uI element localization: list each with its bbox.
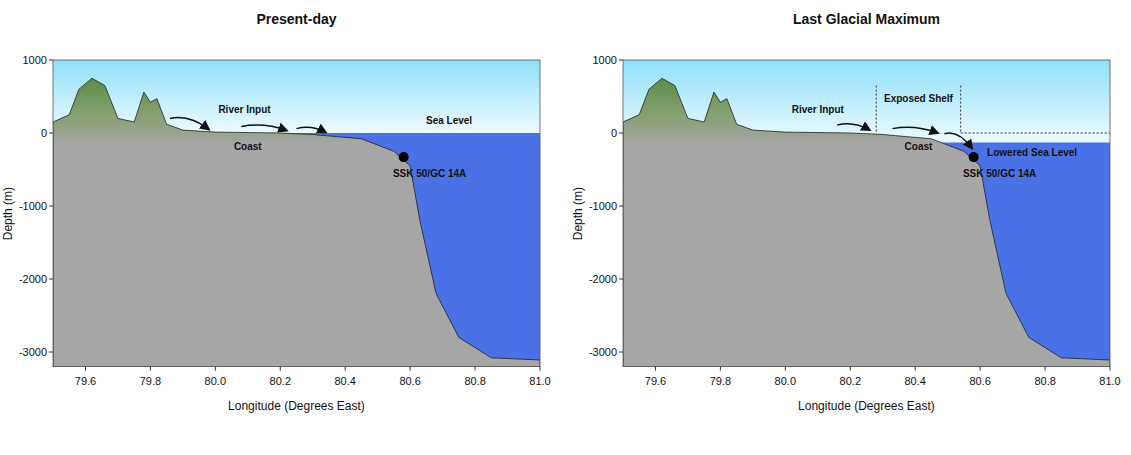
tick-label: 81.0: [1099, 375, 1120, 387]
land-profile: [53, 78, 540, 366]
feature-label: SSK 50/GC 14A: [963, 168, 1036, 179]
tick-label: 80.8: [464, 375, 485, 387]
river-arrow: [837, 124, 869, 130]
x-tick: [850, 367, 851, 371]
x-tick: [980, 367, 981, 371]
y-tick: [619, 133, 623, 134]
river-arrow: [892, 127, 937, 133]
axis-title: Longitude (Degrees East): [228, 400, 365, 413]
y-tick: [49, 279, 53, 280]
tick-label: -3000: [19, 346, 47, 358]
core-site: [969, 152, 979, 162]
axis-title: Depth (m): [2, 187, 15, 240]
river-arrow: [944, 133, 972, 148]
tick-label: -1000: [589, 200, 617, 212]
feature-label: SSK 50/GC 14A: [393, 168, 466, 179]
x-tick: [915, 367, 916, 371]
feature-label: Exposed Shelf: [884, 93, 953, 104]
x-tick: [1110, 367, 1111, 371]
feature-label: Lowered Sea Level: [987, 147, 1077, 158]
tick-label: 80.4: [905, 375, 926, 387]
core-site: [399, 152, 409, 162]
panel-plot: [623, 60, 1110, 367]
feature-label: River Input: [792, 104, 844, 115]
feature-label: Sea Level: [426, 115, 472, 126]
river-arrow: [241, 125, 286, 130]
shelf-bound: [876, 86, 877, 133]
land-profile: [623, 78, 1110, 366]
tick-label: 80.6: [969, 375, 990, 387]
axis-title: Depth (m): [572, 187, 585, 240]
tick-label: 79.8: [140, 375, 161, 387]
x-tick: [720, 367, 721, 371]
tick-label: 80.4: [335, 375, 356, 387]
tick-label: 80.0: [205, 375, 226, 387]
former-sea-level: [961, 133, 1110, 134]
tick-label: 0: [41, 127, 47, 139]
panel-title: Present-day: [256, 12, 336, 27]
river-arrow: [297, 127, 326, 132]
tick-label: 79.6: [75, 375, 96, 387]
plot-frame: [53, 60, 540, 367]
tick-label: 80.6: [399, 375, 420, 387]
y-tick: [619, 60, 623, 61]
tick-label: 80.0: [775, 375, 796, 387]
tick-label: -3000: [589, 346, 617, 358]
x-tick: [655, 367, 656, 371]
shelf-bound: [960, 86, 961, 133]
y-tick: [49, 133, 53, 134]
tick-label: -1000: [19, 200, 47, 212]
tick-label: 79.6: [645, 375, 666, 387]
plot-frame: [623, 60, 1110, 367]
tick-label: 80.2: [270, 375, 291, 387]
x-tick: [540, 367, 541, 371]
tick-label: -2000: [19, 273, 47, 285]
tick-label: 81.0: [529, 375, 550, 387]
tick-label: -2000: [589, 273, 617, 285]
x-tick: [345, 367, 346, 371]
y-tick: [619, 206, 623, 207]
panel-plot: [53, 60, 540, 367]
x-tick: [280, 367, 281, 371]
y-tick: [49, 206, 53, 207]
x-tick: [215, 367, 216, 371]
feature-label: River Input: [218, 104, 270, 115]
x-tick: [1045, 367, 1046, 371]
x-tick: [150, 367, 151, 371]
y-tick: [619, 352, 623, 353]
tick-label: 1000: [23, 54, 47, 66]
y-tick: [49, 352, 53, 353]
x-tick: [785, 367, 786, 371]
y-tick: [49, 60, 53, 61]
tick-label: 79.8: [710, 375, 731, 387]
x-tick: [410, 367, 411, 371]
panel-title: Last Glacial Maximum: [793, 12, 940, 27]
y-tick: [619, 279, 623, 280]
tick-label: 80.8: [1034, 375, 1055, 387]
tick-label: 1000: [593, 54, 617, 66]
x-tick: [475, 367, 476, 371]
river-arrow: [170, 118, 209, 130]
feature-label: Coast: [905, 141, 933, 152]
feature-label: Coast: [234, 141, 262, 152]
x-tick: [85, 367, 86, 371]
tick-label: 0: [611, 127, 617, 139]
axis-title: Longitude (Degrees East): [798, 400, 935, 413]
tick-label: 80.2: [840, 375, 861, 387]
